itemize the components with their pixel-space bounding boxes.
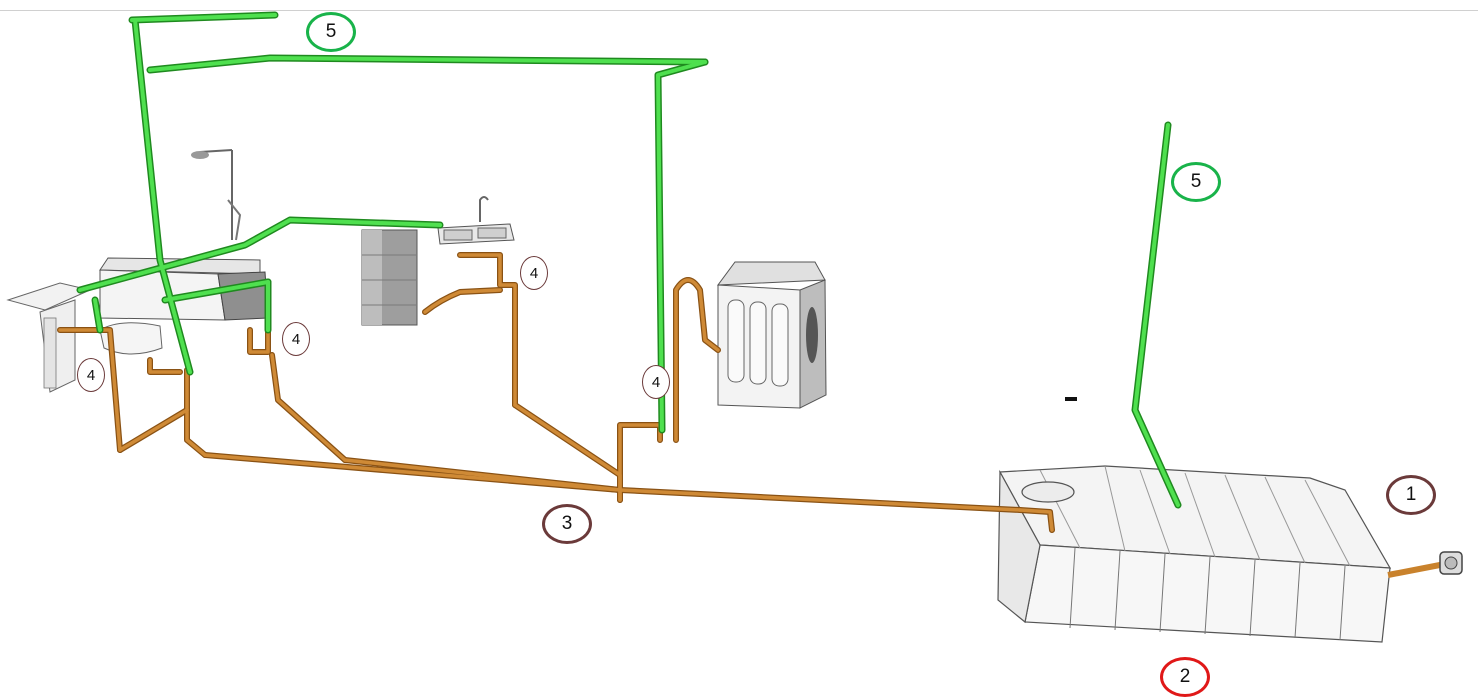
- callout-drain-basin: 4: [77, 358, 105, 392]
- callout-tank-base: 2: [1160, 657, 1210, 697]
- callout-vent-top: 5: [306, 12, 356, 52]
- kitchen-sink-icon: [437, 196, 515, 245]
- outlet-fitting-icon: [1387, 551, 1463, 578]
- callout-drain-sink: 4: [520, 256, 548, 290]
- callout-main-drain: 3: [542, 504, 592, 544]
- dash-mark: [1065, 397, 1077, 401]
- callout-drain-washer: 4: [642, 365, 670, 399]
- washing-machine-icon: [716, 261, 827, 409]
- septic-tank-icon: [997, 465, 1392, 643]
- shower-icon: [99, 149, 269, 321]
- top-divider: [0, 10, 1478, 11]
- callout-drain-shower: 4: [282, 322, 310, 356]
- callout-tank: 1: [1386, 475, 1436, 515]
- vent-pipes: [76, 11, 1182, 509]
- callout-vent-tank: 5: [1171, 162, 1221, 202]
- water-heater-icon: [361, 229, 418, 326]
